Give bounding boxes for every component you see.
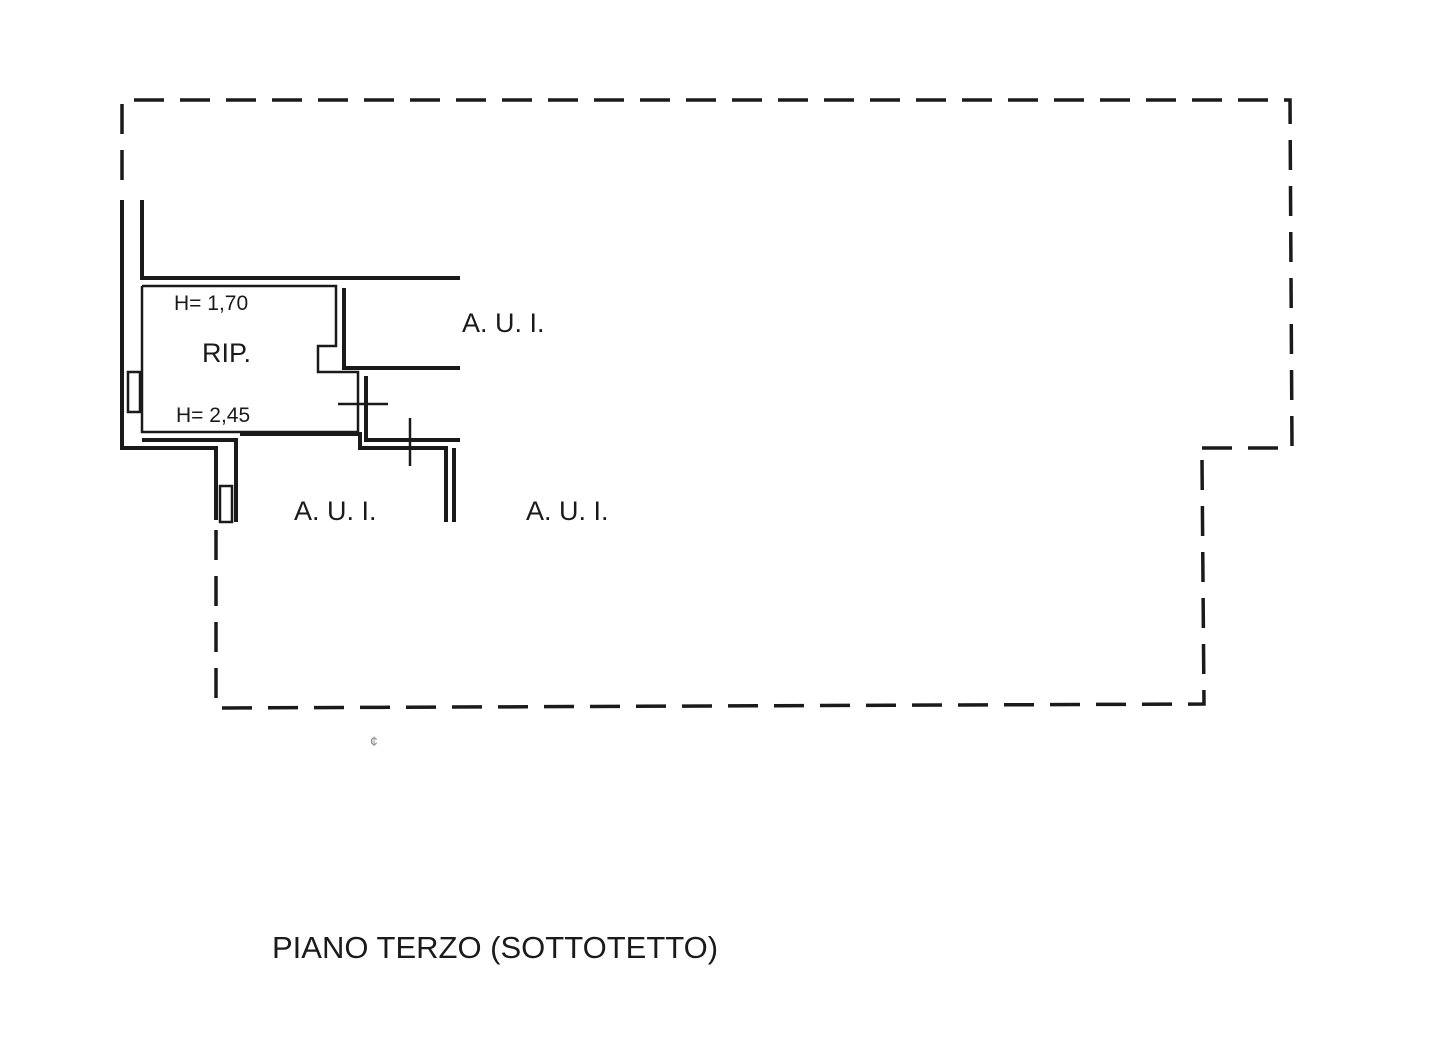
- aui-bottom-left-label: A. U. I.: [294, 496, 377, 526]
- bottom-corridor-wall: [142, 438, 238, 522]
- solid-walls: [120, 200, 460, 524]
- storage-height-bottom-label: H= 2,45: [176, 404, 250, 427]
- corridor-wall-top: [342, 288, 460, 370]
- dashed-outline-lower: [214, 459, 1206, 710]
- room-labels: H= 1,70 RIP. H= 2,45 A. U. I. A. U. I. A…: [174, 292, 609, 749]
- attic-dashed-outline: [120, 98, 1294, 710]
- left-inner-wall: [140, 200, 460, 280]
- corridor-wall-lower: [364, 376, 460, 442]
- stray-mark: ¢: [370, 733, 378, 749]
- dashed-outline-upper: [120, 98, 1294, 450]
- left-outer-wall: [120, 200, 218, 520]
- left-window-mark: [126, 370, 142, 414]
- aui-top-label: A. U. I.: [462, 308, 545, 338]
- aui-bottom-right-label: A. U. I.: [526, 496, 609, 526]
- storage-room-outline: [140, 284, 360, 434]
- drawing-title: PIANO TERZO (SOTTOTETTO): [272, 930, 718, 965]
- bottom-window-mark: [218, 484, 234, 524]
- bottom-corridor-wall-right: [240, 432, 448, 522]
- storage-room-label: RIP.: [202, 338, 251, 368]
- storage-height-top-label: H= 1,70: [174, 292, 248, 315]
